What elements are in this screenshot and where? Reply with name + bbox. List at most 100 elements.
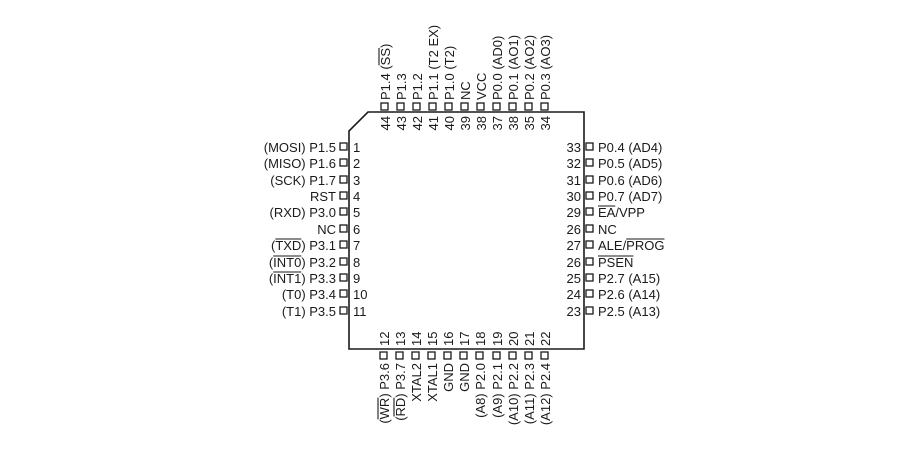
pin-label: VCC	[474, 73, 489, 100]
pin-number: 27	[567, 238, 581, 253]
pin-pad	[508, 351, 517, 360]
pin-label: (A11) P2.3	[522, 363, 537, 424]
pin-pad	[508, 102, 517, 111]
pin-pad	[380, 102, 389, 111]
pin-label: P1.1 (T2 EX)	[426, 25, 441, 100]
pin-label: XTAL1	[425, 363, 440, 402]
pin-number: 3	[353, 173, 360, 188]
pin-pad	[444, 102, 453, 111]
pin-number: 18	[473, 332, 488, 346]
pin-number: 2	[353, 156, 360, 171]
pin-label: P2.7 (A15)	[598, 271, 660, 286]
pin-number: 5	[353, 205, 360, 220]
pin-number: 32	[567, 156, 581, 171]
pin-pad	[476, 102, 485, 111]
pin-pad	[339, 257, 348, 266]
pin-number: 38	[506, 116, 521, 130]
pin-pad	[339, 224, 348, 233]
pin-number: 26	[567, 222, 581, 237]
pin-pad	[428, 102, 437, 111]
pin-number: 1	[353, 140, 360, 155]
pin-number: 16	[441, 332, 456, 346]
pin-number: 40	[442, 116, 457, 130]
pin-label: (A9) P2.1	[490, 363, 505, 418]
pin-number: 26	[567, 255, 581, 270]
pin-pad	[339, 306, 348, 315]
pin-label: P1.2	[410, 73, 425, 100]
pin-pad	[460, 102, 469, 111]
pin-number: 6	[353, 222, 360, 237]
pin-number: 31	[567, 173, 581, 188]
pin-number: 22	[538, 332, 553, 346]
pin-number: 7	[353, 238, 360, 253]
pin-label: ALE/PROG	[598, 238, 664, 253]
pin-label: NC	[598, 222, 617, 237]
pin-pad	[411, 351, 420, 360]
pin-number: 8	[353, 255, 360, 270]
pin-pad	[339, 175, 348, 184]
pin-number: 9	[353, 271, 360, 286]
pin-number: 15	[425, 332, 440, 346]
pin-number: 11	[353, 304, 367, 319]
pin-label: (MISO) P1.6	[264, 156, 336, 171]
pin-number: 21	[522, 332, 537, 346]
pin-label: P0.2 (AO2)	[522, 35, 537, 100]
pin-number: 24	[567, 287, 581, 302]
pin-label: P0.4 (AD4)	[598, 140, 662, 155]
pin-label: P0.5 (AD5)	[598, 156, 662, 171]
pin-label: (INT1) P3.3	[269, 271, 336, 286]
pin-pad	[396, 102, 405, 111]
pin-pad	[459, 351, 468, 360]
pin-pad	[339, 158, 348, 167]
pin-pad	[540, 102, 549, 111]
chip-body	[348, 111, 585, 350]
pin-label: (T1) P3.5	[282, 304, 336, 319]
pin-pad	[427, 351, 436, 360]
pin-label: P1.4 (SS)	[378, 44, 393, 100]
pin-pad	[339, 273, 348, 282]
pin-label: (RXD) P3.0	[270, 205, 336, 220]
pin-pad	[524, 102, 533, 111]
pin-pad	[395, 351, 404, 360]
pin-label: NC	[317, 222, 336, 237]
pin-number: 44	[378, 116, 393, 130]
pin-number: 30	[567, 189, 581, 204]
pin-label: (TXD) P3.1	[271, 238, 336, 253]
pin-pad	[585, 273, 594, 282]
pin-label: (A10) P2.2	[506, 363, 521, 425]
pin-number: 19	[490, 332, 505, 346]
pin-number: 17	[457, 332, 472, 346]
pin-label: (A12) P2.4	[538, 363, 553, 425]
pin-number: 39	[458, 116, 473, 130]
pin-label: P0.0 (AD0)	[490, 36, 505, 100]
pin-pad	[475, 351, 484, 360]
pin-pad	[585, 224, 594, 233]
pin-pad	[585, 158, 594, 167]
pin-number: 35	[522, 116, 537, 130]
pin-number: 41	[426, 116, 441, 130]
pin-pad	[443, 351, 452, 360]
pin-pad	[540, 351, 549, 360]
pin-pad	[492, 102, 501, 111]
pin-pad	[339, 207, 348, 216]
pin-label: (WR) P3.6	[377, 363, 392, 424]
pin-label: PSEN	[598, 255, 633, 270]
pin-pad	[585, 191, 594, 200]
pin-pad	[379, 351, 388, 360]
pin-pad	[585, 289, 594, 298]
pin-label: EA/VPP	[598, 205, 645, 220]
pin-number: 25	[567, 271, 581, 286]
pin-number: 20	[506, 332, 521, 346]
pin-label: (MOSI) P1.5	[264, 140, 336, 155]
pin-pad	[585, 306, 594, 315]
pin-number: 13	[393, 332, 408, 346]
pin-pad	[492, 351, 501, 360]
pin-pad	[339, 142, 348, 151]
pin-label: (RD) P3.7	[393, 363, 408, 421]
pin-pad	[339, 240, 348, 249]
pin-pad	[412, 102, 421, 111]
pin-number: 4	[353, 189, 360, 204]
pin-label: P1.3	[394, 73, 409, 100]
pin-number: 14	[409, 332, 424, 346]
pin-number: 38	[474, 116, 489, 130]
